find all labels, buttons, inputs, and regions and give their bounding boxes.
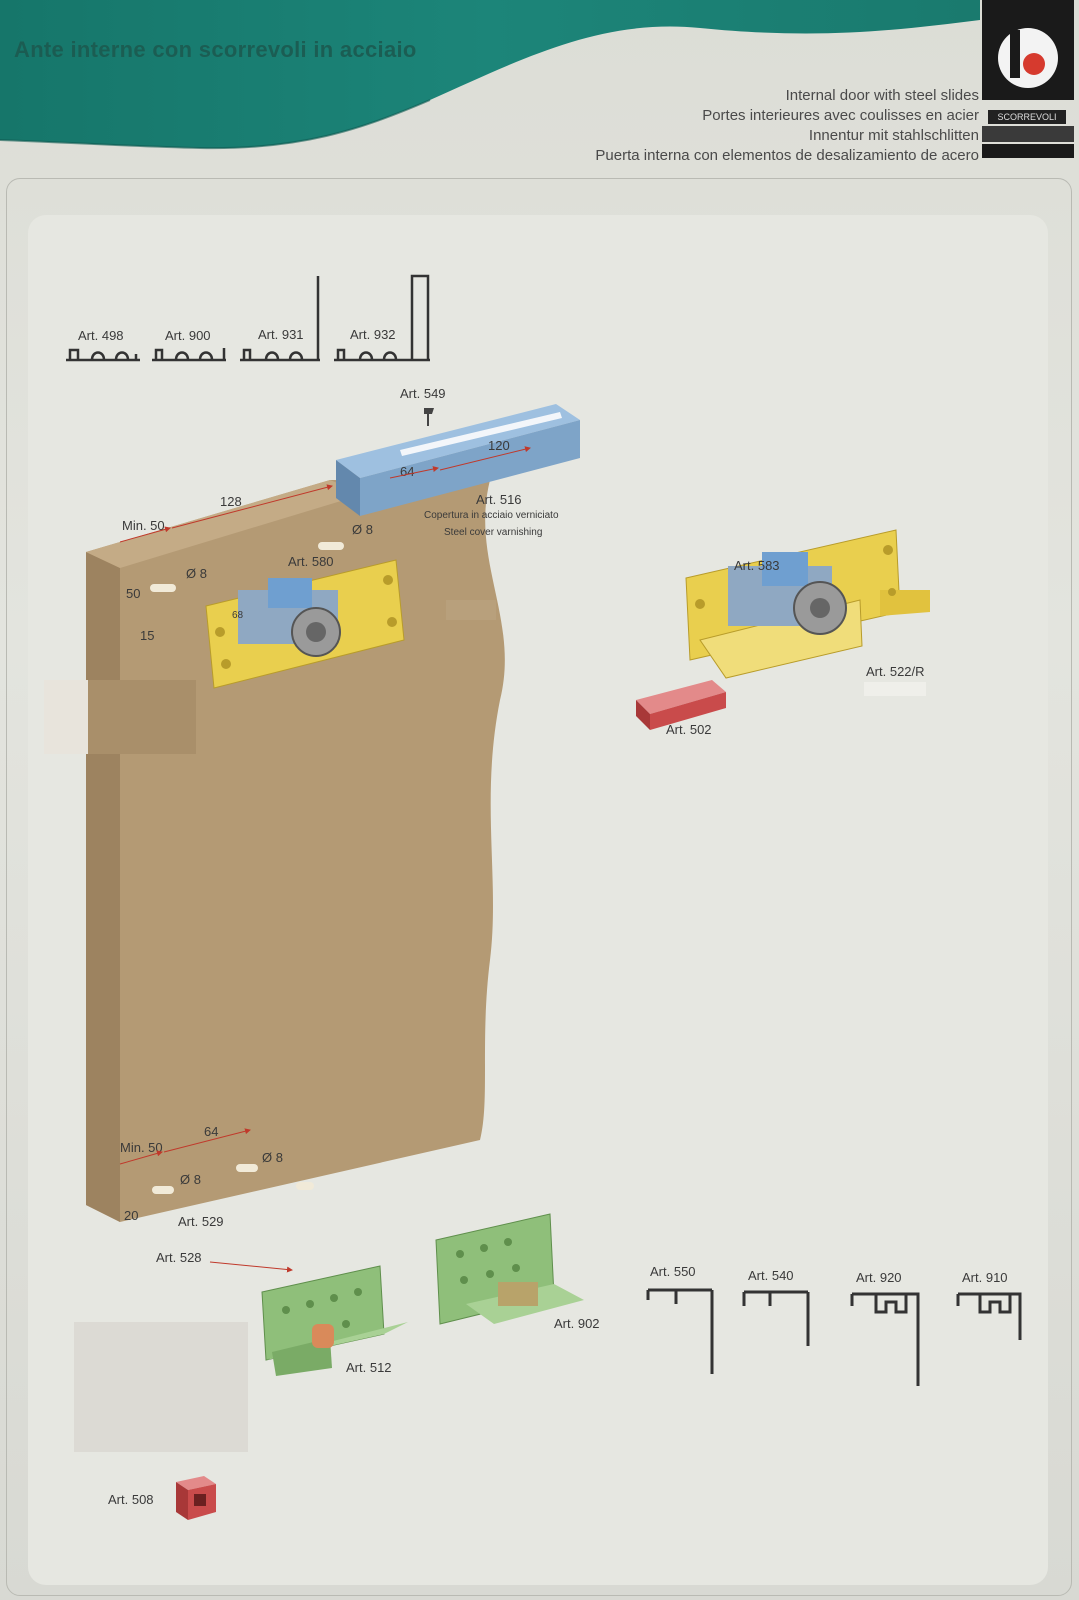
dowel-bottom-right [296,1182,314,1190]
label-art-549: Art. 549 [400,386,446,401]
brand-logo: SCORREVOLI [982,0,1074,180]
label-art-498: Art. 498 [78,328,124,343]
label-art-512: Art. 512 [346,1360,392,1375]
cover-note-en: Steel cover varnishing [444,527,542,538]
bracket-art-508 [176,1476,216,1520]
label-art-931: Art. 931 [258,327,304,342]
label-art-900: Art. 900 [165,328,211,343]
page-frame [6,178,1072,1596]
profile-art-910 [956,1292,1022,1340]
door-panel [86,480,505,1222]
cover-note-it: Copertura in acciaio verniciato [424,510,559,521]
dim-50-side: 50 [126,586,140,601]
stopper-art-502 [636,680,726,730]
dim-20: 20 [124,1208,138,1223]
dim-64-cover: 64 [400,464,414,479]
guide-art-902 [435,1213,584,1325]
blank-box-a [864,682,926,696]
dowel-right [318,542,344,550]
subtitle-fr: Portes interieures avec coulisses en aci… [702,107,979,124]
dim-64-bottom: 64 [204,1124,218,1139]
dim-min50-bottom: Min. 50 [120,1140,163,1155]
label-art-910: Art. 910 [962,1270,1008,1285]
label-art-502: Art. 502 [666,722,712,737]
hanger-art-583 [685,529,930,679]
profile-art-498 [66,348,140,362]
label-art-516: Art. 516 [476,492,522,507]
label-art-583: Art. 583 [734,558,780,573]
cover-art-516 [336,404,580,516]
profile-art-550 [646,1288,714,1374]
subtitle-es: Puerta interna con elementos de desaliza… [595,147,979,164]
svg-text:68: 68 [232,610,244,621]
subtitle-en: Internal door with steel slides [785,87,979,104]
label-art-528: Art. 528 [156,1250,202,1265]
profile-art-900 [152,348,226,362]
guide-art-512 [261,1265,408,1376]
dim-120: 120 [488,438,510,453]
dim-15: 15 [140,628,154,643]
label-art-932: Art. 932 [350,327,396,342]
dowel-bottom-mid [236,1164,258,1172]
logo-brand-text: SCORREVOLI [988,110,1066,124]
dim-min50-top: Min. 50 [122,518,165,533]
dowel-bottom-left [152,1186,174,1194]
dim-dia8-c: Ø 8 [262,1150,283,1165]
hanger-art-580: 68 [205,559,405,689]
label-art-529: Art. 529 [178,1214,224,1229]
label-art-902: Art. 902 [554,1316,600,1331]
dim-dia8-a: Ø 8 [352,522,373,537]
header-wave [0,0,980,150]
dim-dia8-b: Ø 8 [186,566,207,581]
subtitle-de: Innentur mit stahlschlitten [808,127,979,144]
label-art-522r: Art. 522/R [866,664,925,679]
dowel-left [150,584,176,592]
profile-art-931 [240,276,320,362]
label-art-550: Art. 550 [650,1264,696,1279]
profile-art-920 [850,1292,920,1386]
logo-mark-icon [982,0,1074,158]
dim-128: 128 [220,494,242,509]
profile-art-540 [742,1290,810,1346]
label-art-580: Art. 580 [288,554,334,569]
blank-box-e [74,1322,248,1452]
label-art-540: Art. 540 [748,1268,794,1283]
label-art-508: Art. 508 [108,1492,154,1507]
label-art-920: Art. 920 [856,1270,902,1285]
page-title: Ante interne con scorrevoli in acciaio [14,37,417,62]
subtitle-block: Internal door with steel slides Portes i… [419,86,979,166]
profile-art-932 [334,274,430,362]
screw-icon [424,408,434,426]
blank-box-b [446,600,496,620]
blank-box-d [88,680,196,754]
dim-dia8-d: Ø 8 [180,1172,201,1187]
